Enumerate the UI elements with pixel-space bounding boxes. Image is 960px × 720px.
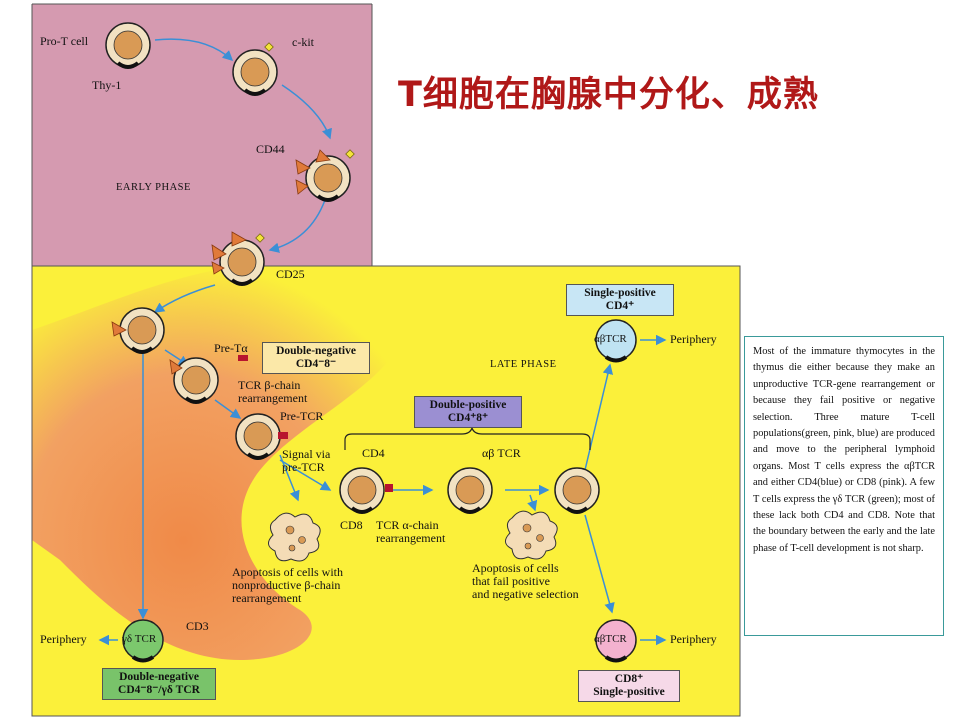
arrow-4 <box>153 284 216 313</box>
box-sp4-line1: Single-positive <box>584 287 656 299</box>
arrow-down-cd8 <box>584 514 615 614</box>
label-pro-t-cell: Pro-T cell <box>40 34 89 48</box>
label-periphery-left: Periphery <box>40 632 87 646</box>
label-ab-tcr: αβ TCR <box>482 446 521 460</box>
label-periphery-bottom: Periphery <box>670 632 717 646</box>
label-ckit: c-kit <box>292 35 314 49</box>
box-sp8-line2: Single-positive <box>593 686 665 698</box>
cell-2 <box>231 48 279 96</box>
caption-text: Most of the immature thymocytes in the t… <box>744 336 944 636</box>
label-apop2-1: Apoptosis of cells <box>472 561 559 575</box>
arrow-apop2 <box>527 494 538 512</box>
gd-tcr-cell <box>122 619 164 663</box>
arrow-3 <box>268 199 326 253</box>
label-early-phase: EARLY PHASE <box>116 182 191 193</box>
box-gd-line2: CD4⁻8⁻/γδ TCR <box>118 684 200 696</box>
label-pre-ta: Pre-Tα <box>214 341 248 355</box>
label-cd25: CD25 <box>276 267 305 281</box>
box-sp4-line2: CD4⁺ <box>605 300 635 312</box>
label-apop1-2: nonproductive β-chain <box>232 578 341 592</box>
cell-4 <box>218 238 266 286</box>
cd4-single-positive-cell <box>595 319 637 363</box>
label-periphery-top: Periphery <box>670 332 717 346</box>
box-sp8-line1: CD8⁺ <box>614 673 644 685</box>
box-double-positive: Double-positive CD4⁺8⁺ <box>414 396 522 428</box>
label-tcr-a-2: rearrangement <box>376 531 446 545</box>
label-cd3: CD3 <box>186 619 209 633</box>
label-gd-tcr: γδ TCR <box>122 633 157 645</box>
label-ab-tcr-sp4: αβTCR <box>594 333 627 345</box>
label-cd44: CD44 <box>256 142 285 156</box>
label-cd8: CD8 <box>340 518 363 532</box>
cell-dp-2 <box>446 466 494 514</box>
cell-7 <box>234 412 282 460</box>
label-apop2-2: that fail positive <box>472 574 550 588</box>
box-gd-line1: Double-negative <box>119 671 199 683</box>
arrow-8 <box>279 454 300 502</box>
box-gd-double-negative: Double-negative CD4⁻8⁻/γδ TCR <box>102 668 216 700</box>
pro-t-cell <box>104 21 152 69</box>
label-tcr-b-1: TCR β-chain <box>238 378 301 392</box>
arrow-6 <box>214 399 242 419</box>
box-single-positive-cd8: CD8⁺ Single-positive <box>578 670 680 702</box>
cell-dp-3 <box>553 466 601 514</box>
label-apop1-3: rearrangement <box>232 591 302 605</box>
arrow-7 <box>279 459 332 491</box>
cell-3 <box>304 154 352 202</box>
page-title: T细胞在胸腺中分化、成熟 <box>398 75 819 115</box>
dp-brace <box>344 426 591 450</box>
cd8-single-positive-cell <box>595 619 637 663</box>
arrow-1 <box>154 38 234 62</box>
label-signal-1: Signal via <box>282 447 331 461</box>
apoptotic-cells-2 <box>505 510 558 560</box>
label-thy1: Thy-1 <box>92 78 122 92</box>
label-tcr-b-2: rearrangement <box>238 391 308 405</box>
box-double-negative: Double-negative CD4⁻8⁻ <box>262 342 370 374</box>
label-apop1-1: Apoptosis of cells with <box>232 565 343 579</box>
label-apop2-3: and negative selection <box>472 587 579 601</box>
cell-dp-1 <box>338 466 386 514</box>
arrow-2 <box>281 84 332 140</box>
apoptotic-cells-1 <box>268 512 321 562</box>
box-double-negative-line2: CD4⁻8⁻ <box>295 358 337 370</box>
label-pre-tcr: Pre-TCR <box>280 409 324 423</box>
box-single-positive-cd4: Single-positive CD4⁺ <box>566 284 674 316</box>
box-double-positive-line2: CD4⁺8⁺ <box>447 412 489 424</box>
ckit-markers <box>255 42 355 243</box>
arrow-up-cd4 <box>584 363 614 471</box>
label-ab-tcr-sp8: αβTCR <box>594 633 627 645</box>
cell-6 <box>172 356 220 404</box>
label-signal-2: pre-TCR <box>282 460 325 474</box>
box-double-negative-line1: Double-negative <box>276 345 356 357</box>
label-cd4: CD4 <box>362 446 385 460</box>
label-tcr-a-1: TCR α-chain <box>376 518 439 532</box>
label-late-phase: LATE PHASE <box>490 359 557 370</box>
pre-tcr-markers <box>238 355 393 492</box>
box-double-positive-line1: Double-positive <box>429 399 507 411</box>
cd44-markers <box>111 149 331 375</box>
